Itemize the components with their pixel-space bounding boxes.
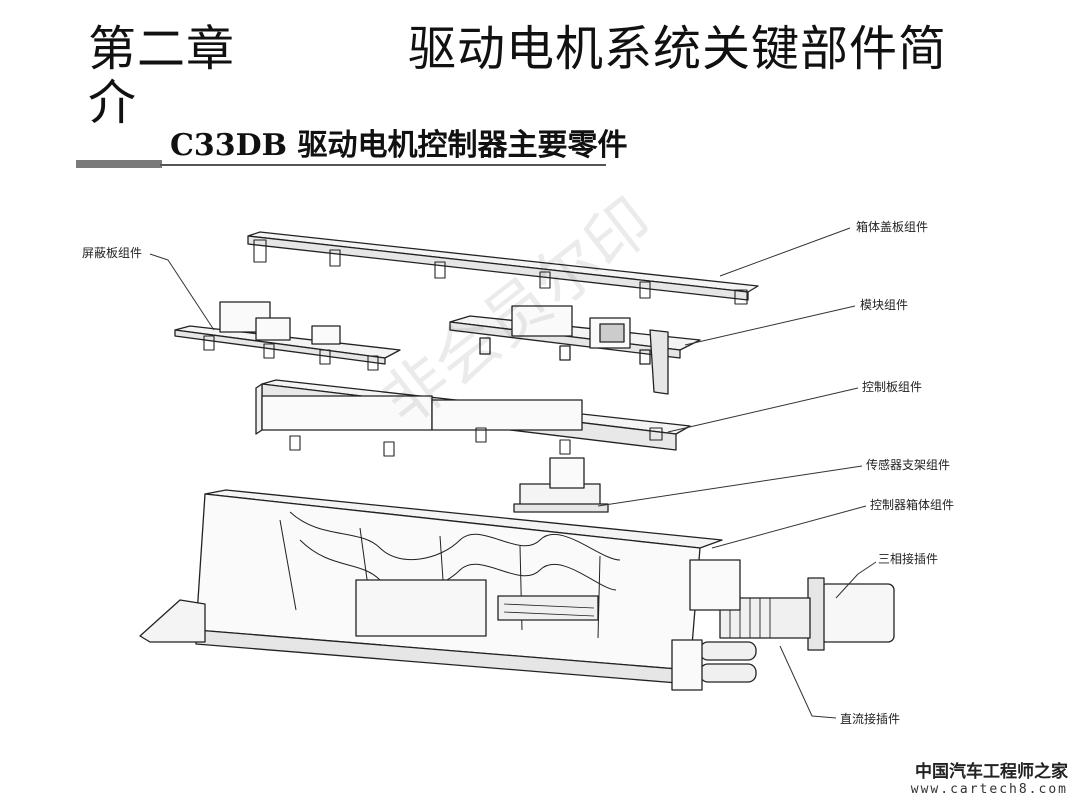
- slide-subtitle: C33DB 驱动电机控制器主要零件: [170, 128, 628, 163]
- three-phase-connector-part: [689, 559, 895, 651]
- brand-name: 中国汽车工程师之家: [915, 762, 1068, 782]
- callout-three-phase: 三相接插件: [878, 552, 939, 566]
- dc-connector-part: [671, 639, 757, 691]
- module-part: [449, 305, 701, 395]
- control-board-part: [255, 379, 691, 457]
- callout-cover-plate: 箱体盖板组件: [856, 220, 929, 234]
- chapter-label: 第二章: [88, 21, 236, 77]
- callout-dc-connector: 直流接插件: [840, 712, 901, 726]
- shield-board-part: [174, 301, 401, 371]
- slide-title: 第二章 驱动电机系统关键部件简 介: [88, 21, 988, 130]
- callout-module: 模块组件: [860, 298, 909, 312]
- leader-lines: [149, 227, 877, 719]
- subtitle-accent-bar: [76, 160, 162, 168]
- chapter-name: 驱动电机系统关键部件简: [408, 21, 948, 77]
- brand-footer: 中国汽车工程师之家 www.cartech8.com: [911, 762, 1068, 798]
- callout-shield-board: 屏蔽板组件: [82, 246, 143, 260]
- subtitle-underline: [160, 164, 606, 166]
- sensor-bracket-part: [513, 457, 609, 513]
- cover-plate-part: [247, 231, 759, 305]
- housing-part: [139, 489, 723, 685]
- callout-sensor-bracket: 传感器支架组件: [866, 458, 951, 472]
- callout-housing: 控制器箱体组件: [870, 498, 955, 512]
- chapter-name-wrap: 介: [88, 75, 138, 131]
- brand-url: www.cartech8.com: [910, 782, 1068, 797]
- callout-control-board: 控制板组件: [862, 380, 923, 394]
